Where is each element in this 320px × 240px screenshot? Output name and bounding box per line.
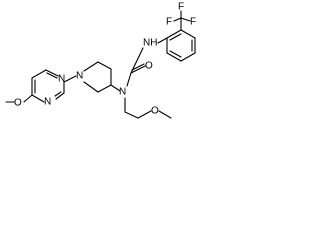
bond <box>83 61 99 72</box>
bond <box>131 63 145 71</box>
bond <box>180 17 191 22</box>
bond <box>54 91 62 97</box>
atom-label-n-pyrimidine-top: N <box>58 74 65 85</box>
bond <box>166 29 182 39</box>
bond <box>63 75 77 83</box>
bond <box>83 81 99 93</box>
bond <box>173 17 182 22</box>
atom-labels: O N N N NH O N O F F F <box>14 2 196 117</box>
structure-diagram: O N N N NH O N O F F F <box>5 2 196 119</box>
bond <box>137 110 152 119</box>
atom-label-n-pyrimidine-bottom: N <box>44 97 51 108</box>
atom-label-f-top: F <box>178 2 184 13</box>
atom-label-o-methoxyethyl: O <box>151 106 159 117</box>
bond <box>158 110 172 119</box>
atom-label-n-urea: N <box>119 87 126 98</box>
atom-label-o-urea: O <box>145 61 153 72</box>
bonds <box>5 10 196 119</box>
bond <box>97 61 112 70</box>
bond <box>97 84 112 93</box>
bond <box>31 94 45 103</box>
bond <box>31 69 47 79</box>
atom-label-f-left: F <box>166 17 172 28</box>
bond <box>157 37 168 44</box>
bond <box>23 94 33 103</box>
bond <box>124 111 139 119</box>
bond <box>180 29 196 39</box>
bond <box>110 84 121 92</box>
bond <box>180 52 196 62</box>
atom-label-nh-urea: NH <box>143 38 157 49</box>
bond <box>46 72 58 79</box>
atom-label-o-methoxy: O <box>14 98 22 109</box>
bond <box>45 69 59 77</box>
atom-label-n-piperidine: N <box>76 71 83 82</box>
atom-label-f-right: F <box>190 17 196 28</box>
bond <box>166 52 182 62</box>
bond <box>130 65 146 74</box>
bond <box>55 92 65 100</box>
bond <box>126 72 132 87</box>
bond <box>130 47 144 74</box>
bond <box>169 50 182 58</box>
bond <box>169 33 182 41</box>
